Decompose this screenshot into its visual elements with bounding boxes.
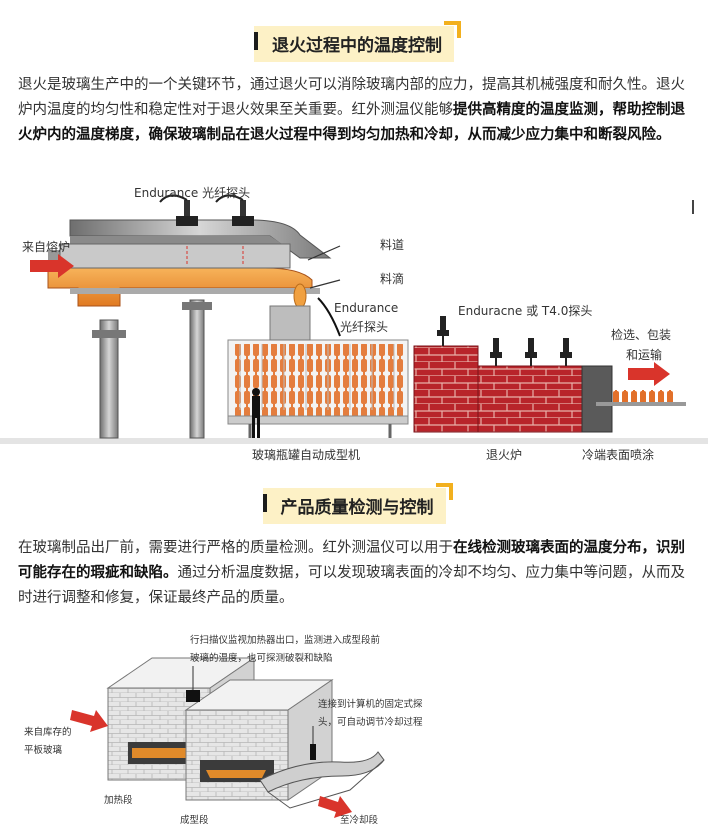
label-gob: 料滴 — [380, 272, 405, 286]
label-from-storage-2: 平板玻璃 — [24, 745, 63, 756]
title-accent-bar — [262, 494, 267, 512]
operator-figure — [252, 388, 260, 438]
section-header-annealing: 退火过程中的温度控制 — [0, 21, 708, 62]
paragraph-bold: 提供高精度的温度监测，帮助控制退火炉内的温度梯度，确保玻璃制品在退火过程中得到均… — [18, 102, 685, 143]
formed-glass — [259, 751, 385, 793]
quality-paragraph: 在玻璃制品出厂前，需要进行严格的质量检测。红外测温仪可以用于在线检测玻璃表面的温… — [18, 536, 694, 611]
label-fixed-note-1: 连接到计算机的固定式探 — [318, 699, 423, 710]
paragraph-plain-2: 通过分析温度数据，可以发现玻璃表面的冷却不均匀、应力集中等问题，从而及时进行调整… — [18, 565, 685, 606]
arrow-to-cooling — [318, 796, 352, 818]
paragraph-bold: 在线检测玻璃表面的温度分布，识别可能存在的瑕疵和缺陷。 — [18, 540, 685, 581]
lehr-long — [477, 365, 583, 433]
label-machine: 玻璃瓶罐自动成型机 — [252, 448, 361, 462]
label-coating: 冷端表面喷涂 — [582, 448, 655, 462]
title-corner-accent — [444, 21, 461, 38]
glass-production-line-diagram — [0, 194, 708, 444]
label-heating: 加热段 — [104, 795, 133, 806]
lehr-tall — [413, 345, 479, 433]
glass-channel — [47, 267, 313, 307]
forming-section — [184, 679, 334, 801]
gob — [293, 283, 307, 309]
label-forming: 成型段 — [180, 815, 209, 826]
line-scanner — [186, 690, 200, 702]
top-probes — [159, 194, 254, 266]
section-title: 产品质量检测与控制 — [280, 498, 434, 518]
section-title-box: 退火过程中的温度控制 — [254, 21, 461, 62]
forming-machine — [227, 305, 409, 438]
arrow-from-furnace — [30, 254, 74, 278]
title-corner-accent — [435, 483, 453, 500]
label-to-cooling: 至冷却段 — [340, 815, 379, 826]
annealing-paragraph: 退火是玻璃生产中的一个关键环节，通过退火可以消除玻璃内部的应力，提高其机械强度和… — [18, 73, 694, 148]
label-probe-right: Enduracne 或 T4.0探头 — [458, 304, 593, 318]
label-from-furnace: 来自熔炉 — [22, 240, 71, 254]
fixed-probe — [310, 744, 316, 760]
label-scanner-note-1: 行扫描仪监视加热器出口，监测进入成型段前 — [190, 635, 381, 646]
label-fixed-note-2: 头，可自动调节冷却过程 — [318, 717, 423, 728]
title-accent-bar — [254, 32, 258, 50]
lehr-probes — [437, 316, 572, 366]
label-channel: 料道 — [380, 238, 405, 252]
paragraph-plain: 退火是玻璃生产中的一个关键环节，通过退火可以消除玻璃内部的应力，提高其机械强度和… — [18, 77, 685, 118]
flat-glass-process-diagram — [70, 657, 385, 818]
label-probe-mid-1: Endurance — [334, 301, 399, 315]
section-header-quality: 产品质量检测与控制 — [0, 483, 708, 524]
floor — [0, 438, 708, 444]
label-probe-mid-2: 光纤探头 — [340, 320, 389, 334]
pillar-left — [99, 319, 119, 439]
paragraph-plain-1: 在玻璃制品出厂前，需要进行严格的质量检测。红外测温仪可以用于 — [18, 540, 453, 556]
label-inspect-1: 检选、包装 — [611, 328, 672, 342]
label-inspect-2: 和运输 — [626, 348, 663, 362]
label-lehr: 退火炉 — [486, 448, 523, 462]
pillar-right — [189, 299, 205, 439]
section-title-box: 产品质量检测与控制 — [262, 483, 453, 524]
label-from-storage-1: 来自库存的 — [24, 727, 72, 738]
label-probe-top: Endurance 光纤探头 — [134, 186, 251, 200]
arrow-to-shipping — [628, 362, 670, 386]
section-title: 退火过程中的温度控制 — [272, 36, 442, 56]
label-scanner-note-2: 玻璃的温度，也可探测破裂和缺陷 — [190, 653, 333, 664]
arrow-from-storage — [70, 710, 108, 732]
